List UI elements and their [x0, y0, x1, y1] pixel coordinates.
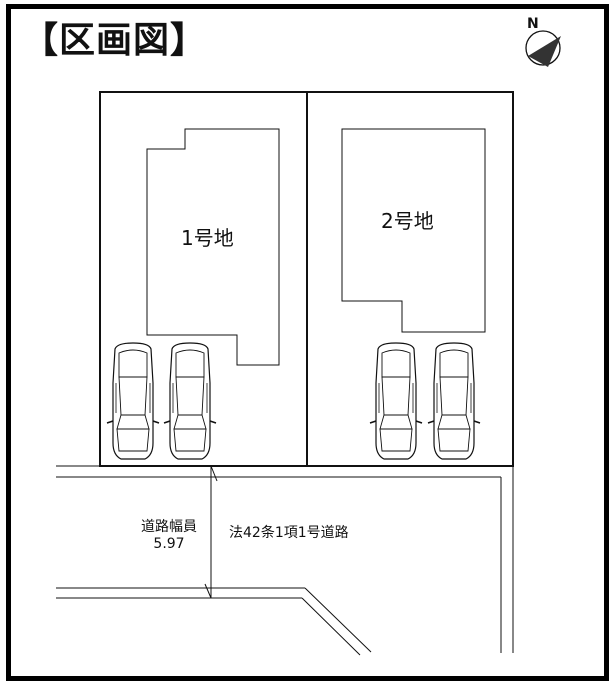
car-icon: [163, 342, 217, 460]
road-type-label: 法42条1項1号道路: [229, 525, 349, 541]
lot-boundaries: [99, 91, 514, 467]
page-title: 【区画図】: [22, 20, 208, 61]
building-footprint-1: [146, 128, 280, 366]
lot-2-label: 2号地: [381, 209, 434, 233]
road-width-dimension: [204, 465, 218, 599]
car-icon: [369, 342, 423, 460]
lot-1-label: 1号地: [181, 226, 234, 250]
car-icon: [427, 342, 481, 460]
road-lines: [56, 465, 514, 656]
building-footprint-2: [341, 128, 486, 333]
north-label: N: [527, 16, 539, 32]
road-width-value: 5.97: [153, 536, 185, 552]
road-width-label: 道路幅員: [141, 519, 197, 535]
north-arrow-icon: [525, 30, 561, 67]
car-icon: [106, 342, 160, 460]
